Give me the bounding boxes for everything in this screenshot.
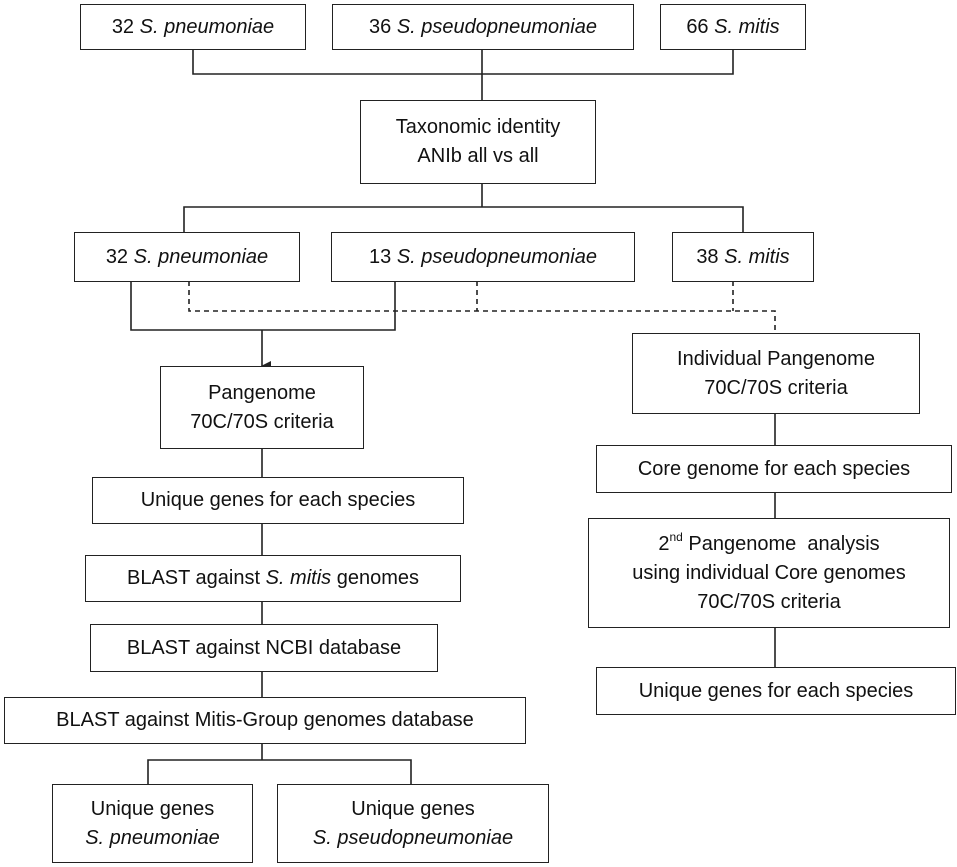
node-species: S. pseudopneumoniae: [396, 245, 597, 268]
node-species: S. mitis: [714, 15, 780, 38]
node-blast-mitis: BLAST against S. mitis genomes: [85, 555, 461, 602]
node-line: using individual Core genomes: [632, 561, 906, 584]
node-line: Unique genes for each species: [638, 679, 914, 702]
node-line: Individual Pangenome: [677, 347, 875, 370]
node-species: S. pneumoniae: [133, 245, 269, 268]
node-top-pseudopneumoniae: 36 S. pseudopneumoniae: [332, 4, 634, 50]
node-line: Taxonomic identity: [395, 116, 561, 138]
node-mid-pseudopneumoniae: 13 S. pseudopneumoniae: [331, 232, 635, 282]
node-line: Unique genes: [351, 797, 475, 820]
node-count: 32: [111, 15, 135, 38]
node-unique-genes-right: Unique genes for each species: [596, 667, 956, 715]
connector-mid-split: [183, 206, 744, 232]
connector-top-merge: [192, 49, 734, 75]
node-second-pangenome: 2nd Pangenome analysis using individual …: [588, 518, 950, 628]
node-ordinal-sup: nd: [669, 529, 683, 544]
node-individual-pangenome: Individual Pangenome 70C/70S criteria: [632, 333, 920, 414]
node-species: S. pseudopneumoniae: [312, 826, 514, 849]
node-top-pneumoniae: 32 S. pneumoniae: [80, 4, 306, 50]
node-text: genomes: [336, 567, 419, 589]
node-count: 38: [696, 245, 719, 268]
node-line: BLAST against NCBI database: [126, 636, 402, 659]
node-species: S. pseudopneumoniae: [396, 15, 597, 38]
node-blast-mitis-group: BLAST against Mitis-Group genomes databa…: [4, 697, 526, 744]
node-line: BLAST against Mitis-Group genomes databa…: [56, 709, 474, 731]
node-count: 36: [369, 15, 392, 38]
node-line: Unique genes for each species: [140, 489, 416, 511]
connector-bottom-split: [147, 759, 412, 784]
node-taxonomic-identity: Taxonomic identity ANIb all vs all: [360, 100, 596, 184]
node-unique-pneumoniae: Unique genes S. pneumoniae: [52, 784, 253, 863]
node-species: S. pneumoniae: [85, 826, 220, 849]
node-line: Pangenome: [208, 381, 316, 404]
node-line: Unique genes: [90, 797, 215, 820]
node-count: 32: [105, 245, 129, 268]
node-count: 13: [369, 245, 392, 268]
connector-solid-merge: [130, 281, 396, 331]
node-species: S. mitis: [265, 567, 332, 589]
node-top-mitis: 66 S. mitis: [660, 4, 806, 50]
node-ordinal: 2: [658, 532, 670, 555]
node-unique-pseudopneumoniae: Unique genes S. pseudopneumoniae: [277, 784, 549, 863]
node-line: Core genome for each species: [637, 457, 911, 480]
node-line: 70C/70S criteria: [697, 590, 841, 613]
node-blast-ncbi: BLAST against NCBI database: [90, 624, 438, 672]
node-unique-genes-left: Unique genes for each species: [92, 477, 464, 524]
node-pangenome: Pangenome 70C/70S criteria: [160, 366, 364, 449]
node-text: BLAST against: [126, 567, 261, 589]
node-count: 66: [686, 15, 709, 38]
node-mid-pneumoniae: 32 S. pneumoniae: [74, 232, 300, 282]
node-line: ANIb all vs all: [417, 145, 539, 167]
node-species: S. pneumoniae: [139, 15, 275, 38]
node-line: 70C/70S criteria: [704, 376, 848, 399]
node-line: Pangenome analysis: [688, 532, 880, 555]
node-mid-mitis: 38 S. mitis: [672, 232, 814, 282]
node-core-genome: Core genome for each species: [596, 445, 952, 493]
node-species: S. mitis: [724, 245, 790, 268]
connector-dashed-merge: [188, 281, 776, 333]
node-line: 70C/70S criteria: [190, 410, 334, 433]
